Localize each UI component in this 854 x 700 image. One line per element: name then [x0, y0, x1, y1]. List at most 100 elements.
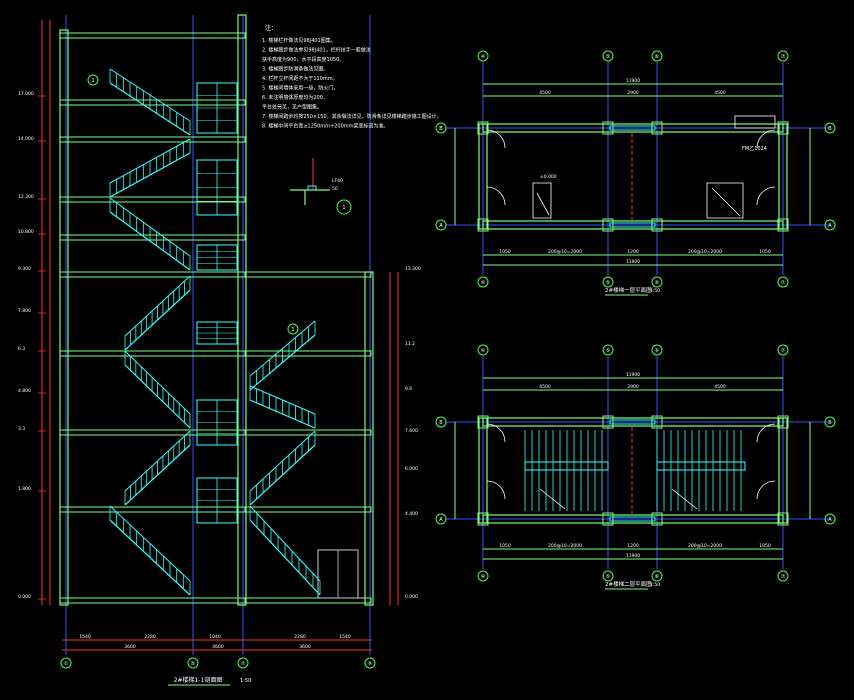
- detail-bubble-circle: [336, 199, 352, 215]
- plan-axis-bubble-circle: [477, 276, 489, 288]
- axis-bubble-label: ⑦: [241, 661, 246, 667]
- column: [651, 121, 663, 135]
- plan-axis-bubble-circle: [435, 513, 447, 525]
- floor-slab-right: [245, 271, 372, 278]
- door-swing: [756, 186, 776, 206]
- plan-window: [609, 516, 656, 522]
- plan-axis-bubble-label: ⑤: [606, 54, 610, 60]
- plan-axis-bubble-circle: [824, 416, 836, 428]
- column: [477, 121, 489, 135]
- door-swing: [486, 480, 506, 500]
- floor-slab-right: [245, 597, 372, 604]
- plan-wall-right: [778, 417, 788, 524]
- plan-dim-label: 11900: [626, 259, 640, 265]
- floor-slab: [59, 196, 246, 203]
- plan-axis-bubble-circle: [477, 50, 489, 62]
- stair-flight: [249, 430, 316, 506]
- plan-window: [609, 419, 656, 425]
- plan-wall-right: [778, 123, 788, 230]
- door-swing: [756, 129, 776, 149]
- plan-axis-bubble-circle: [824, 513, 836, 525]
- plan-axis-bubble-circle: [602, 50, 614, 62]
- plan-axis-bubble-label: B: [439, 420, 443, 426]
- section-callout-circle: [87, 74, 99, 86]
- plan-dim-label: 2900: [627, 90, 639, 96]
- plan-axis-bubble-label: ④: [481, 348, 486, 354]
- bottom-dim: 2280: [144, 634, 156, 640]
- axis-bubble-label: ⑤: [191, 661, 195, 667]
- notes-heading: 注：: [265, 24, 277, 32]
- plan-axis-bubble-circle: [435, 122, 447, 134]
- door-swing: [486, 129, 506, 149]
- door-leaf: [734, 115, 776, 129]
- note-line: 4. 栏杆立杆间距不大于110mm。: [262, 75, 338, 82]
- elevation-left: 9.300: [18, 266, 31, 272]
- plan-dim-label: 1200: [627, 543, 639, 549]
- stair-flight: [109, 197, 191, 271]
- elevation-left: 1.800: [18, 486, 31, 492]
- plan-axis-bubble-label: ④: [481, 54, 486, 60]
- plan-stair-flight: [656, 430, 746, 511]
- column: [477, 218, 489, 232]
- plan-dim-label: 11900: [626, 553, 640, 559]
- plan-axis-bubble-label: ⑤: [606, 574, 610, 580]
- floor-slab: [59, 597, 246, 604]
- stair-handrail: [656, 461, 746, 471]
- stair-flight: [249, 385, 316, 429]
- plan-axis-bubble-circle: [777, 276, 789, 288]
- plan-axis-bubble-circle: [824, 122, 836, 134]
- stair-flight: [124, 430, 191, 506]
- axis-bubble-label: ⑨: [368, 661, 372, 667]
- plan-dim-label: 200@10=2000: [548, 249, 582, 255]
- plan-dim-label: 1050: [499, 543, 511, 549]
- note-line: 7. 楼梯间踏步均按250×150，其余做法详见，防滑条详见楼梯踏步施工图设计。: [262, 113, 442, 120]
- plan-dim-label: 4500: [539, 384, 551, 390]
- plan-wall-top: [482, 417, 784, 427]
- axis-bubble-label: ①: [64, 661, 69, 667]
- nosing-strip: [307, 185, 317, 191]
- elevation-left: 0.000: [18, 594, 31, 600]
- plan-elevation: ±0.000: [540, 174, 557, 180]
- column: [777, 512, 789, 526]
- column: [602, 512, 614, 526]
- stair-flight: [124, 275, 191, 351]
- plan-axis-bubble-circle: [602, 570, 614, 582]
- plan-dim-label: 200@10=2000: [688, 543, 722, 549]
- left-wall: [59, 29, 69, 606]
- column: [477, 512, 489, 526]
- axis-bubble-circle: [364, 657, 376, 669]
- plan-stair-ground: [532, 182, 552, 219]
- plan-axis-bubble-label: B: [439, 126, 443, 132]
- note-line: 平台处另见，见户型图集。: [262, 104, 322, 111]
- plan-dim-label: 1050: [759, 543, 771, 549]
- plan-axis-bubble-circle: [602, 276, 614, 288]
- section-title: 2#楼梯1-1剖面图: [174, 676, 223, 684]
- elevation-right: 6.000: [405, 466, 418, 472]
- elevation-right: 9.6: [405, 386, 412, 392]
- plan-axis-bubble-label: B: [828, 126, 832, 132]
- column: [777, 218, 789, 232]
- plan-axis-bubble-label: ⑤: [606, 348, 610, 354]
- plan-dim-label: 4500: [714, 90, 726, 96]
- plan-axis-bubble-label: A: [828, 517, 832, 523]
- plan-dim-label: 1050: [499, 249, 511, 255]
- plan-axis-bubble-circle: [435, 416, 447, 428]
- plan-dim-label: 1200: [627, 249, 639, 255]
- elevation-right: 11.2: [405, 341, 415, 347]
- core-wall: [237, 14, 247, 606]
- plan-axis-bubble-circle: [651, 570, 663, 582]
- plan-axis-bubble-circle: [777, 344, 789, 356]
- floor-slab-right: [245, 350, 372, 357]
- plan-scale: 1:50: [650, 582, 660, 588]
- door-tag: FM乙1024: [742, 145, 767, 152]
- column: [602, 121, 614, 135]
- column: [602, 415, 614, 429]
- detail-dim: LF40: [332, 178, 343, 184]
- floor-slab: [59, 136, 246, 143]
- plan-axis-bubble-label: ④: [481, 574, 486, 580]
- plan-dim-label: 2900: [627, 384, 639, 390]
